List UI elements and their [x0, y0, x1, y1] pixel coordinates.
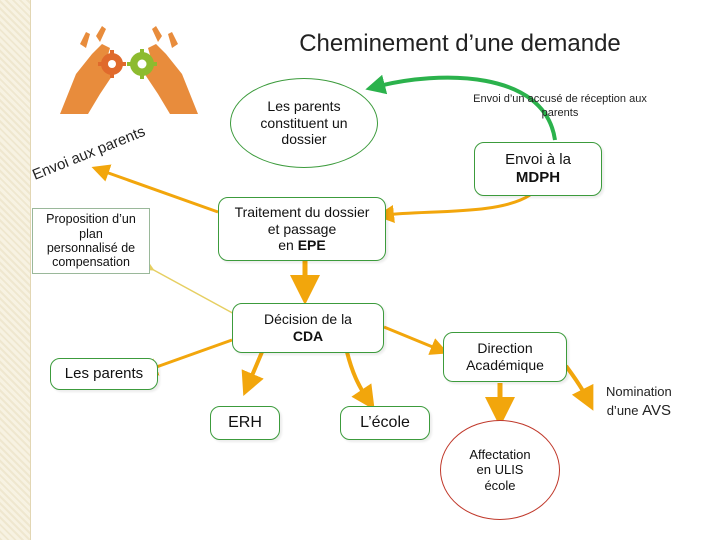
accuse-text: Envoi d’un accusé de réception aux paren… [473, 93, 647, 119]
node-mdph: Envoi à la MDPH [474, 142, 602, 196]
arrow-traitement-to-envoi [91, 164, 219, 214]
node-ecole: L’école [340, 406, 430, 440]
hands-gears-logo-icon [40, 14, 218, 114]
arrow-cda-to-parents [139, 338, 233, 376]
ppc-line-2: plan [79, 226, 103, 241]
node-cda: Décision de la CDA [232, 303, 384, 353]
traitement-line-2: en EPE [278, 237, 325, 254]
node-ulis: Affectation en ULIS école [440, 420, 560, 520]
arrow-mdph-to-traitement [376, 193, 531, 223]
mdph-label: MDPH [515, 169, 561, 186]
arrow-cda-to-erh [241, 351, 264, 397]
node-parents-dossier-label: Les parents constituent un dossier [260, 97, 348, 148]
node-traitement: Traitement du dossier et passage en EPE [218, 197, 386, 261]
avs-label: Nomination d’une AVS [606, 383, 672, 421]
page-title: Cheminement d’une demande [299, 30, 621, 57]
node-les-parents: Les parents [50, 358, 158, 390]
avs-prefix: Nomination [606, 384, 672, 399]
avs-mid: d’une [606, 402, 639, 418]
node-erh: ERH [210, 406, 280, 440]
traitement-label: Traitement du dossier et passage [234, 203, 370, 237]
traitement-en: en [278, 237, 294, 254]
avs-line-2: d’une AVS [606, 401, 672, 421]
sidebar-divider [30, 0, 31, 540]
accuse-label: Envoi d’un accusé de réception aux paren… [470, 93, 650, 121]
arrow-accuse-to-parents [365, 74, 557, 141]
direction-label: Direction Académique [466, 340, 544, 373]
arrow-direction-to-avs [564, 364, 594, 411]
node-direction: Direction Académique [443, 332, 567, 382]
erh-label: ERH [228, 414, 262, 432]
cda-prefix: Décision de la [264, 311, 352, 328]
mdph-prefix: Envoi à la [505, 151, 571, 168]
ppc-line-3: personnalisé de [46, 241, 136, 255]
cda-label: CDA [292, 328, 324, 344]
sidebar-pattern [0, 0, 30, 540]
avs-bold: AVS [642, 401, 672, 419]
ecole-label: L’école [360, 414, 410, 432]
node-ppc: Proposition d’un plan personnalisé de co… [32, 208, 150, 274]
line-ppc-to-cda [142, 260, 239, 317]
les-parents-label: Les parents [64, 365, 144, 382]
ulis-label: Affectation en ULIS école [469, 446, 531, 493]
arrow-cda-to-direction [383, 325, 449, 355]
ppc-line-4: compensation [52, 255, 130, 270]
arrow-cda-to-ecole [345, 351, 375, 410]
node-parents-dossier: Les parents constituent un dossier [230, 78, 378, 168]
traitement-epe: EPE [297, 237, 326, 254]
ppc-line-1: Proposition d’un [46, 212, 136, 227]
